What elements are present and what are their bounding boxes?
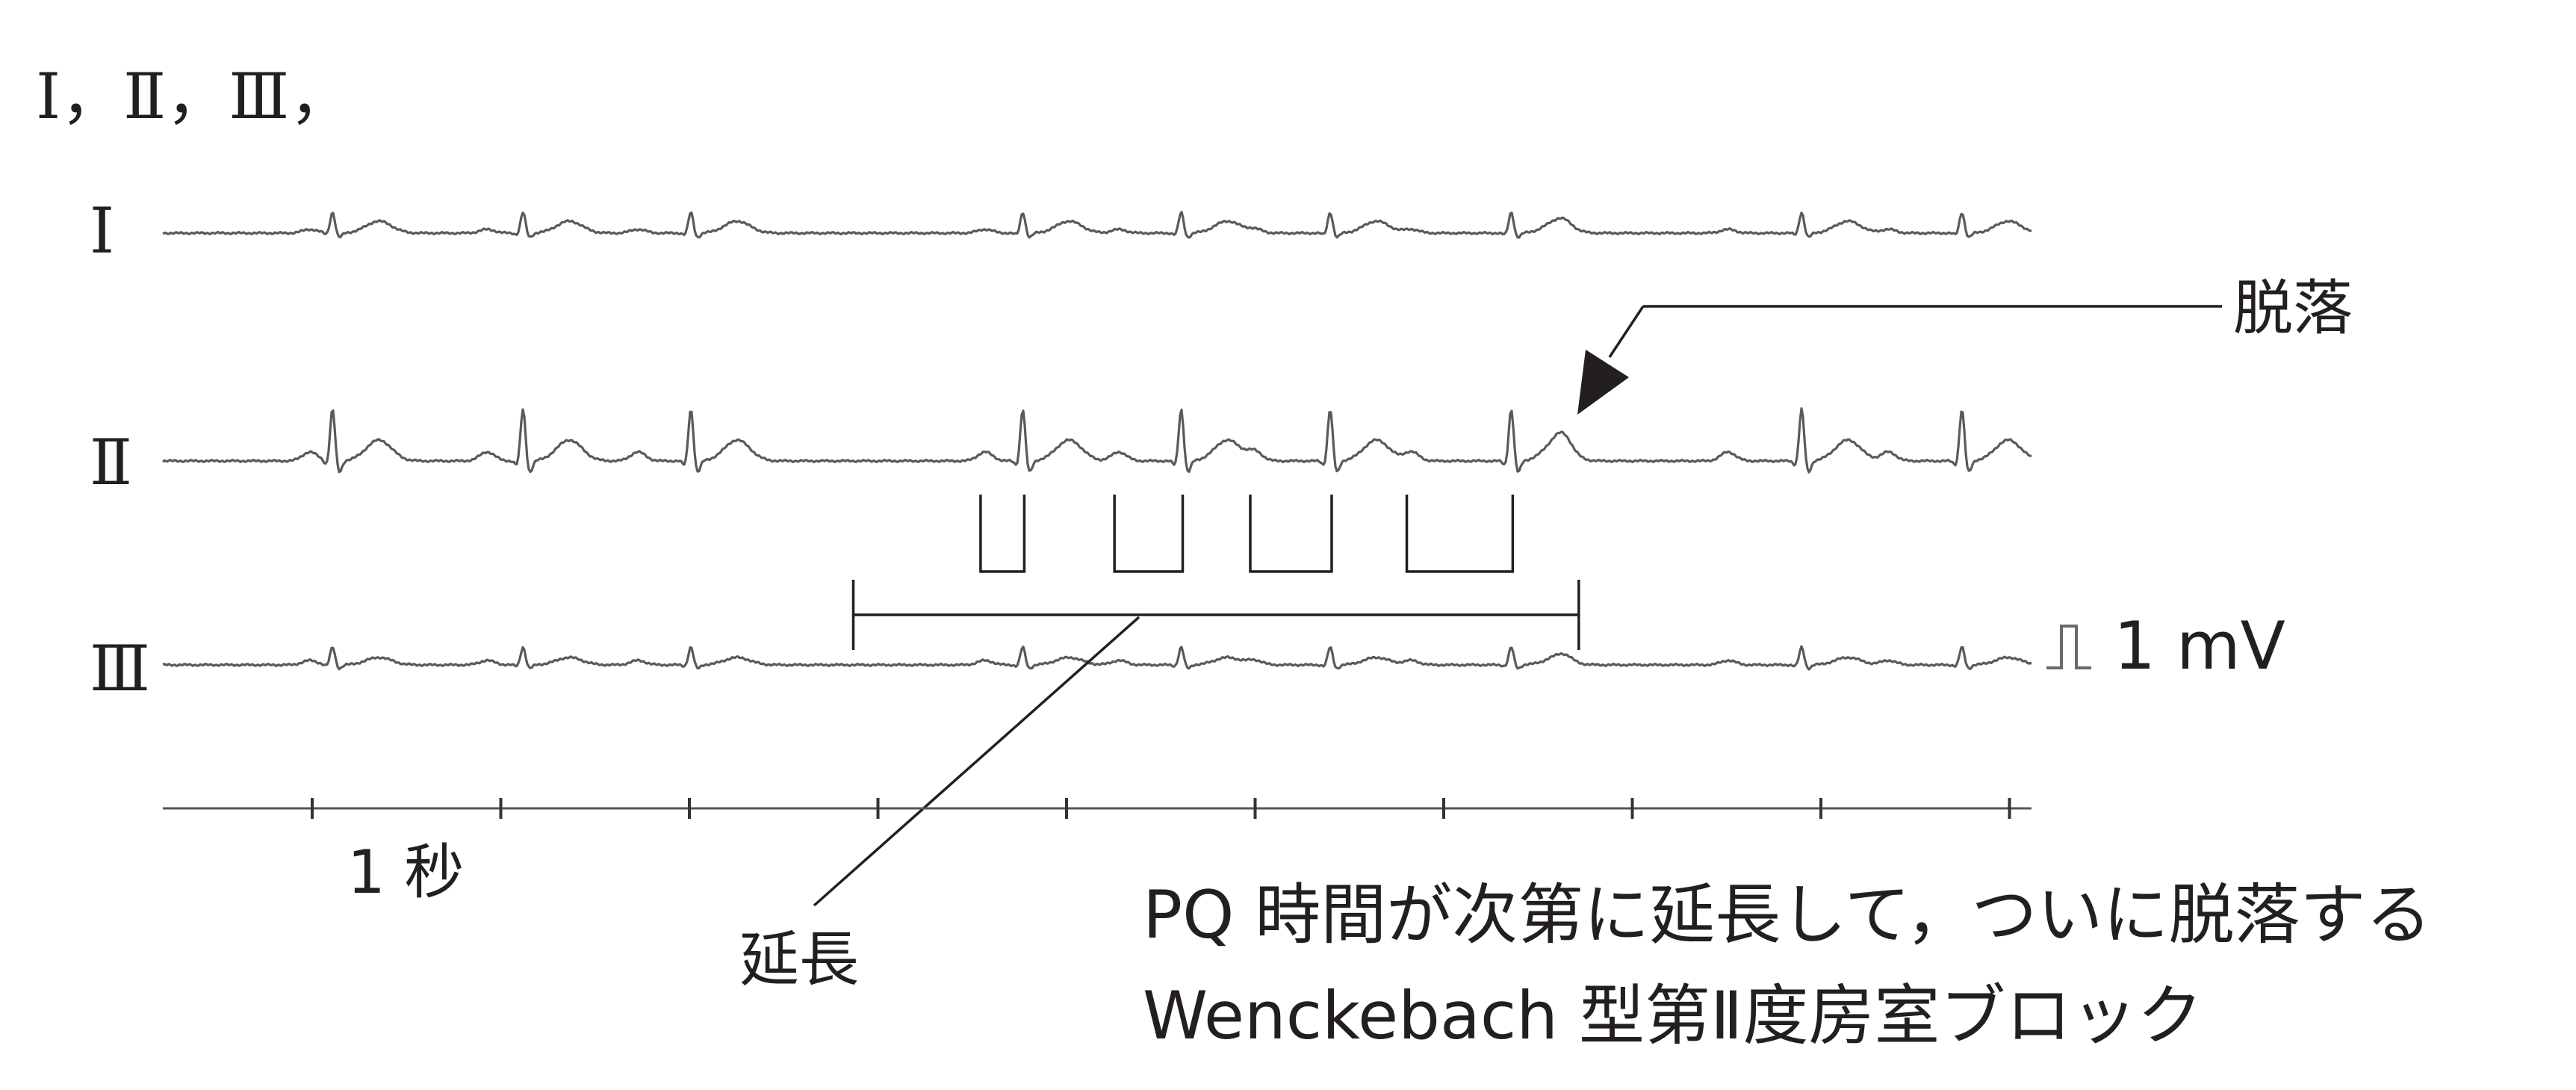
dropped-beat-arrow [1577,305,2222,415]
caption-line-1: PQ 時間が次第に延長して，ついに脱落する [1143,876,2432,953]
ecg-trace-lead-3 [162,645,2032,671]
prolongation-leader-line [813,616,1140,907]
pq-bracket-2 [1113,495,1185,573]
pq-bracket-1 [979,495,1026,573]
leads-title: Ⅰ，Ⅱ，Ⅲ， [36,60,352,133]
ecg-trace-lead-2 [162,407,2032,474]
lead-label-3: Ⅲ [90,632,150,705]
pq-bracket-3 [1249,495,1333,573]
prolongation-span-bracket [851,580,1580,650]
dropped-label: 脱落 [2233,273,2353,343]
ecg-trace-lead-1 [162,211,2032,239]
time-scale-label: 1 秒 [347,837,464,907]
caption-line-2: Wenckebach 型第Ⅱ度房室ブロック [1143,977,2203,1054]
pq-bracket-4 [1405,495,1515,573]
lead-label-1: Ⅰ [90,194,114,267]
pq-interval-brackets [979,495,1515,573]
calibration-pulse [2046,625,2091,669]
prolongation-label: 延長 [739,925,859,994]
calibration-label: 1 mV [2114,607,2285,684]
lead-label-2: Ⅱ [90,426,132,499]
time-axis-ticks [311,798,2011,819]
